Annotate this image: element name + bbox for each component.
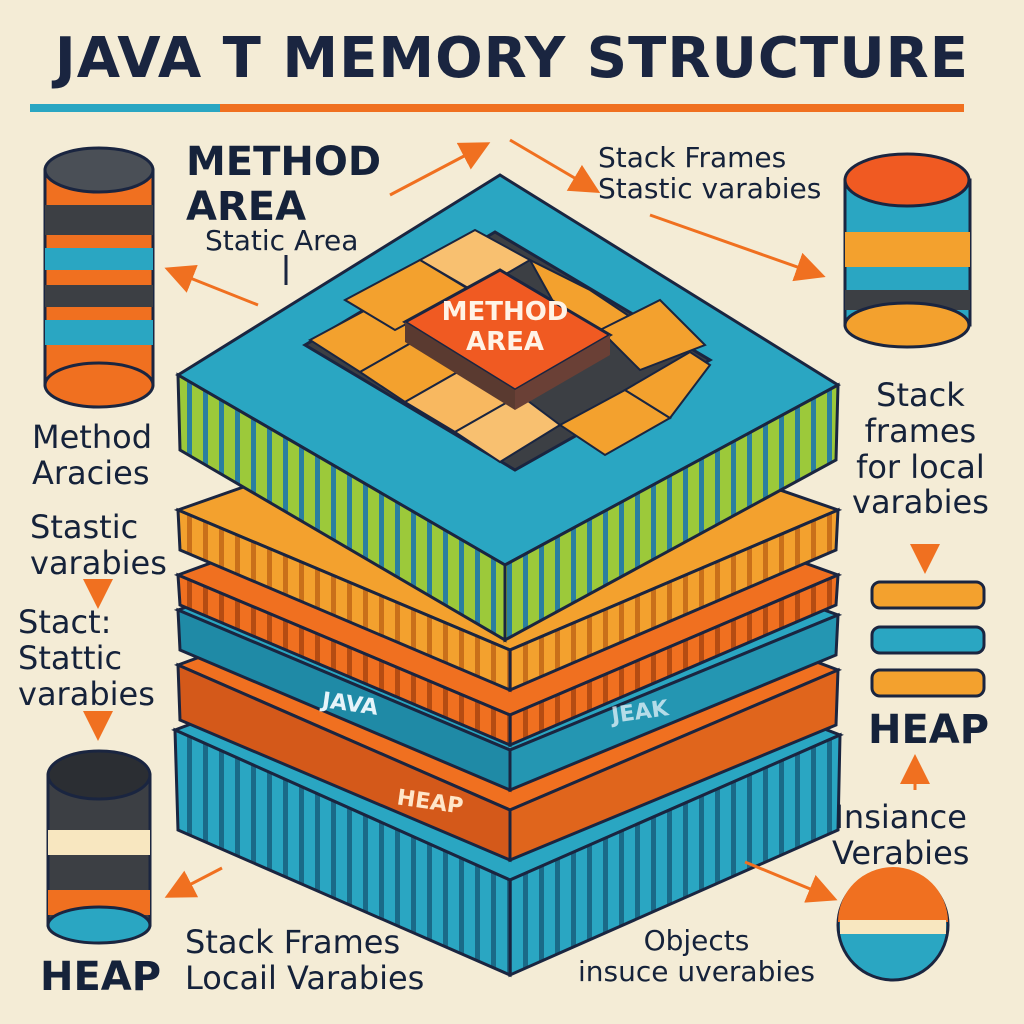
heap-left-label: HEAP <box>40 954 162 1000</box>
database-cylinder-icon <box>43 146 155 409</box>
stack-frames-bottom-label: Stack Frames Locail Varabies <box>185 923 425 997</box>
legend-bars <box>870 580 986 698</box>
arrow-icon <box>83 138 940 903</box>
page-title: JAVA T MEMORY STRUCTURE <box>54 26 970 91</box>
center-block-label: METHOD AREA <box>441 297 569 357</box>
memory-stack <box>171 173 844 978</box>
stact-stattic-label: Stact: Stattic varabies <box>18 603 155 713</box>
method-area-heading: METHOD AREA <box>186 139 382 230</box>
sphere-icon <box>836 867 950 982</box>
static-area-label: Static Area <box>205 224 359 257</box>
objects-label: Objects insuce uverabies <box>578 924 815 989</box>
title-underline <box>30 104 964 112</box>
database-cylinder-icon <box>46 749 152 945</box>
database-cylinder-icon <box>843 152 972 349</box>
insiance-verabies-label: Insiance Verabies <box>832 798 970 872</box>
stack-frames-right-label: Stack frames for local varabies <box>852 376 989 522</box>
stastic-varabies-label: Stastic varabies <box>30 508 167 582</box>
method-aracies-label: Method Aracies <box>32 418 153 492</box>
heap-right-label: HEAP <box>868 707 990 753</box>
stack-frames-top-label: Stack Frames Stastic varabies <box>598 141 822 206</box>
